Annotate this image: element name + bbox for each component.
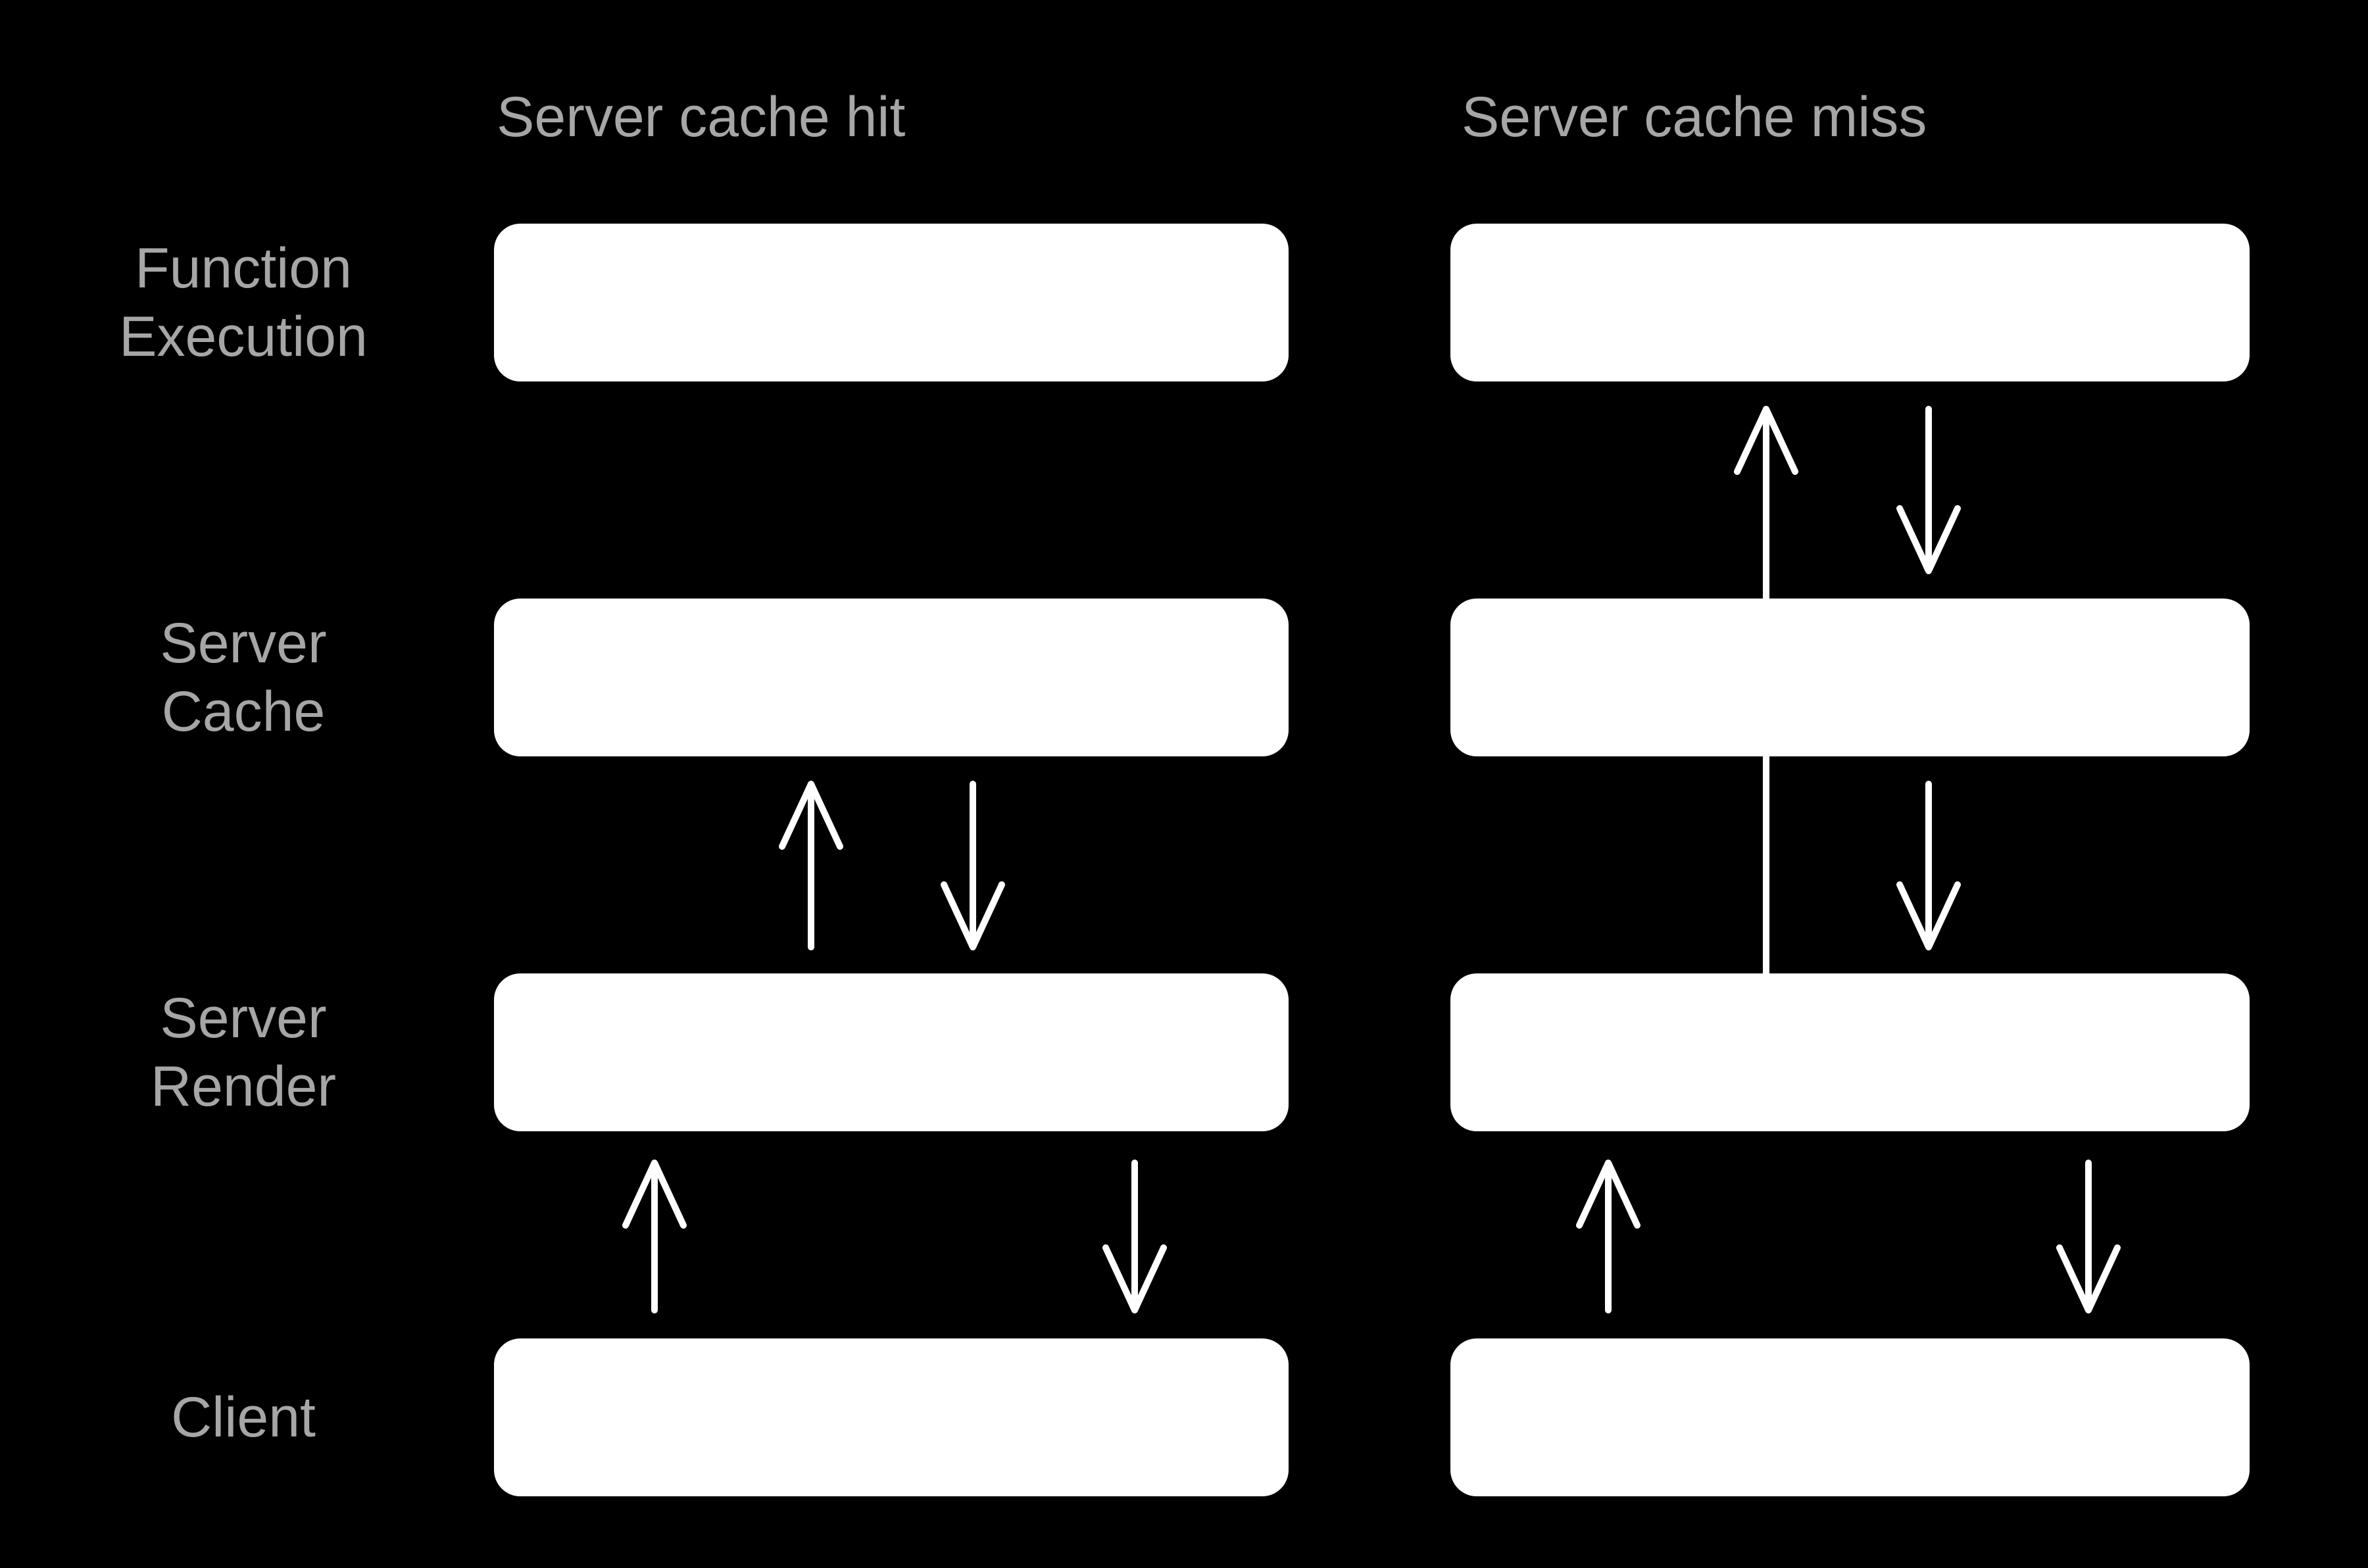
box-hit-client — [494, 1338, 1289, 1496]
box-hit-server-render — [494, 973, 1289, 1131]
miss-client-to-render-up-arrow-icon — [1576, 1160, 1640, 1313]
hit-cache-to-render-down-arrow-icon — [941, 781, 1005, 950]
hit-render-to-cache-up-arrow-icon — [779, 781, 843, 950]
row-label-line: Execution — [119, 305, 368, 368]
miss-function-to-cache-down-arrow-icon — [1896, 406, 1961, 574]
box-miss-client — [1450, 1338, 2250, 1496]
hit-render-to-client-down-arrow-icon — [1102, 1160, 1167, 1313]
box-miss-function-execution — [1450, 224, 2250, 381]
row-label-function-execution: Function Execution — [0, 224, 487, 381]
box-hit-server-cache — [494, 599, 1289, 756]
row-label-line: Cache — [161, 680, 326, 743]
box-miss-server-render — [1450, 973, 2250, 1131]
row-label-line: Server — [160, 612, 327, 675]
box-miss-server-cache — [1450, 599, 2250, 756]
row-label-line: Function — [135, 237, 352, 300]
row-label-line: Server — [160, 987, 327, 1050]
miss-cache-to-render-down-arrow-icon — [1896, 781, 1961, 950]
miss-render-to-client-down-arrow-icon — [2056, 1160, 2121, 1313]
row-label-line: Render — [150, 1055, 337, 1118]
row-label-client: Client — [0, 1338, 487, 1496]
row-label-server-cache: Server Cache — [0, 599, 487, 756]
row-label-server-render: Server Render — [0, 973, 487, 1131]
hit-client-to-render-up-arrow-icon — [622, 1160, 687, 1313]
row-label-line: Client — [171, 1386, 316, 1449]
column-title-server-cache-hit: Server cache hit — [497, 86, 906, 149]
box-hit-function-execution — [494, 224, 1289, 381]
column-title-server-cache-miss: Server cache miss — [1462, 86, 1927, 149]
